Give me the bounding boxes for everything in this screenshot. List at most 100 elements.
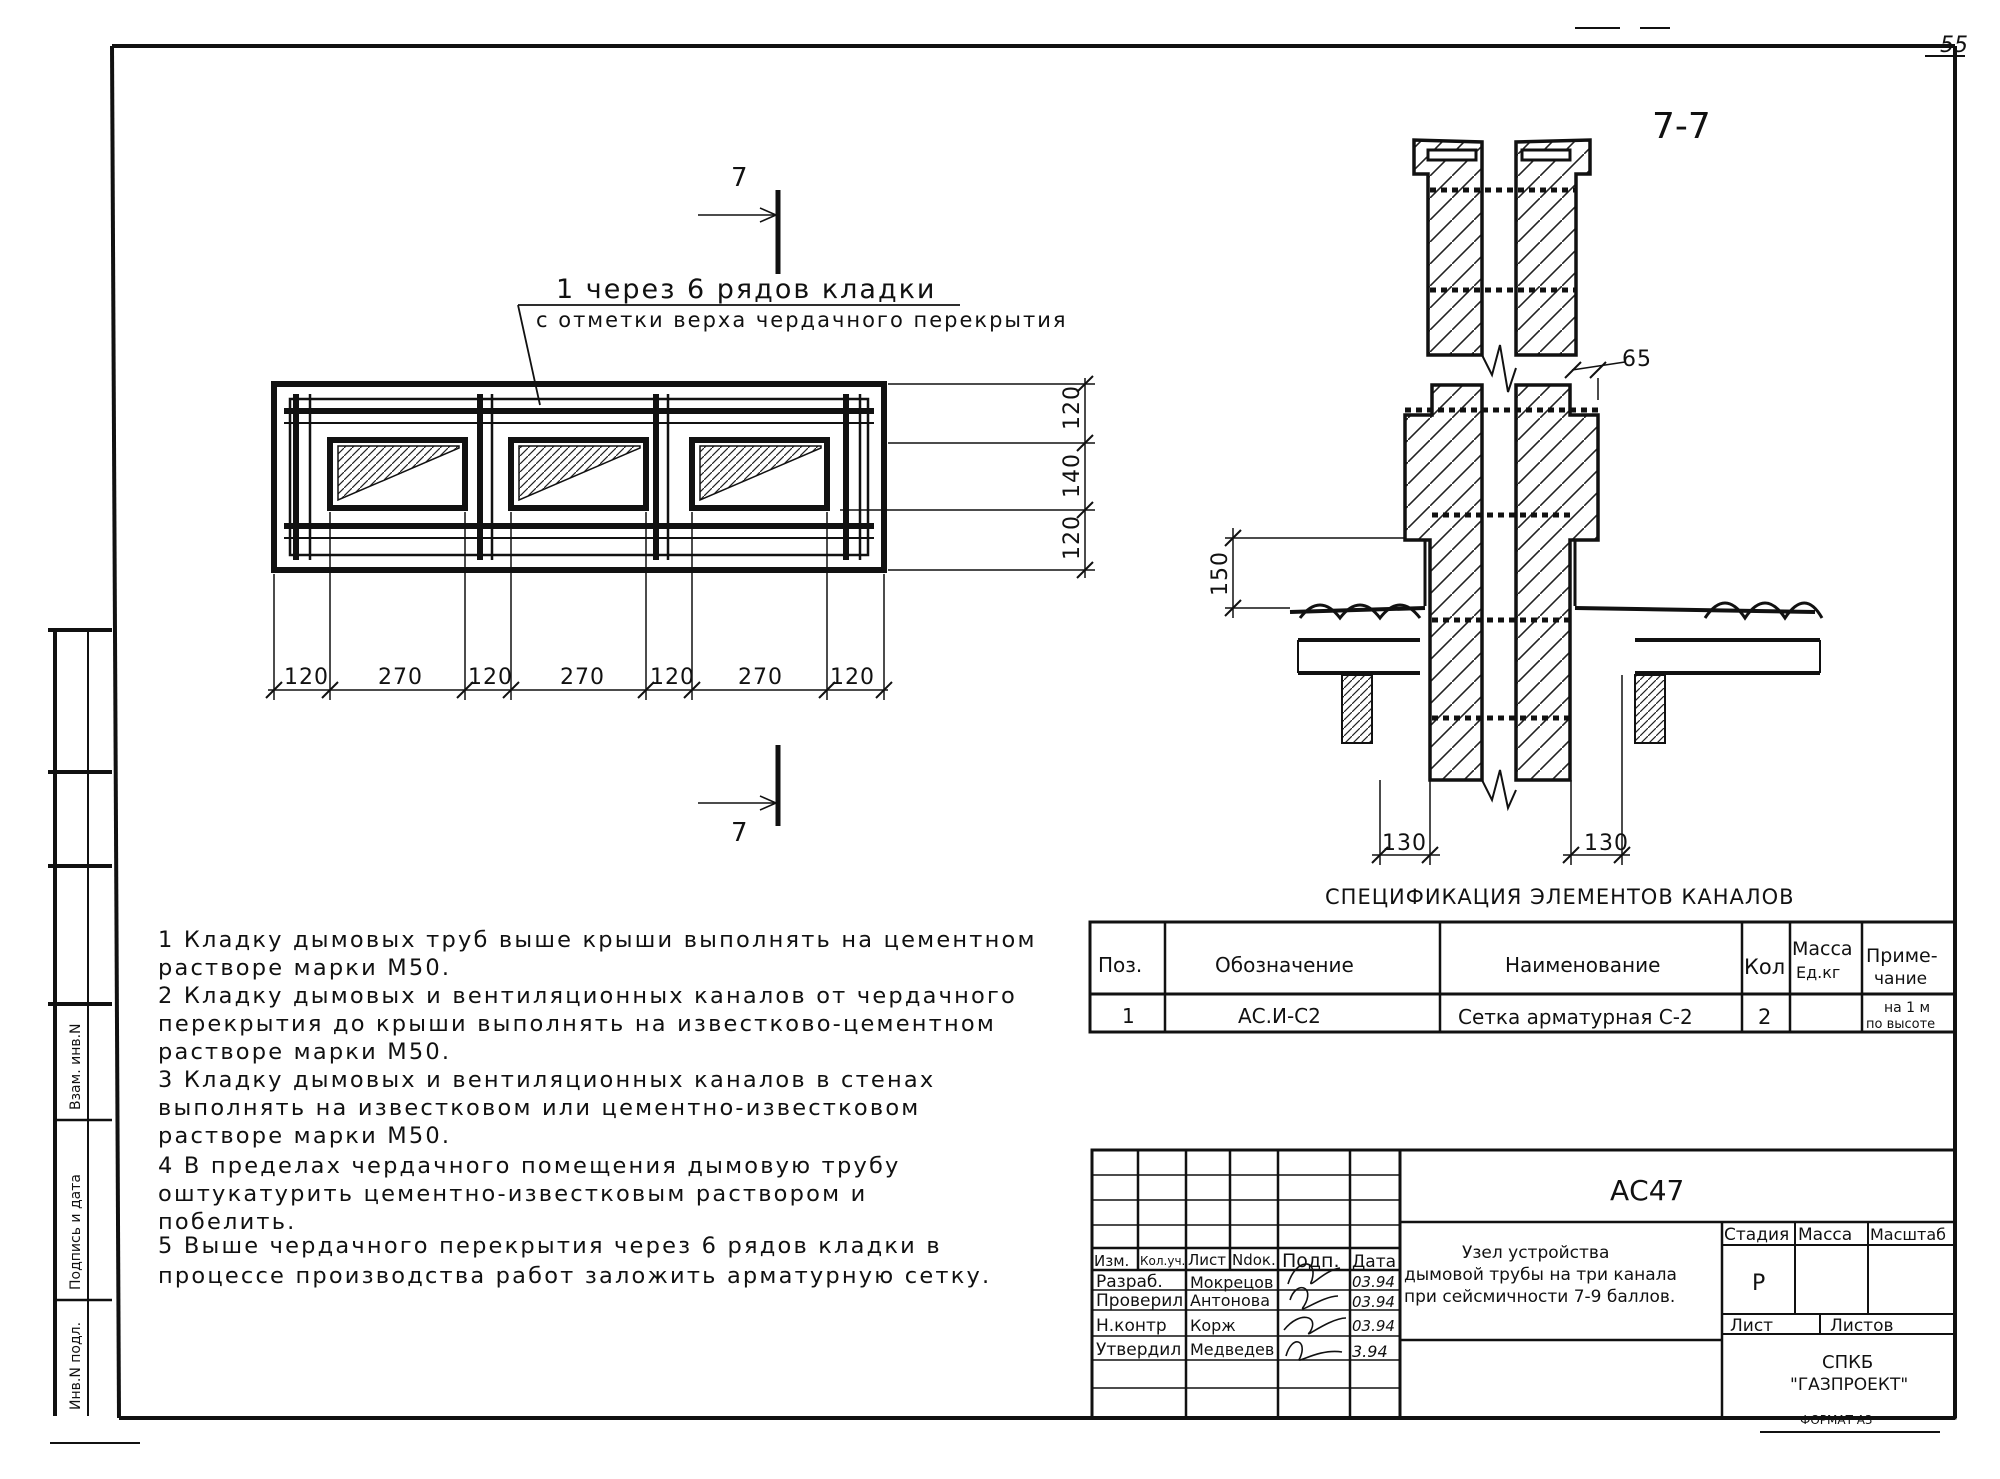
stamp-signatures bbox=[1283, 1263, 1347, 1361]
stamp-date-norm-control: 03.94 bbox=[1352, 1317, 1395, 1335]
stamp-title-line-2: дымовой трубы на три канала bbox=[1404, 1265, 1677, 1285]
note-line: 5 Выше чердачного перекрытия через 6 ряд… bbox=[158, 1233, 942, 1259]
plan-dim-right-3: 120 bbox=[1060, 515, 1085, 560]
stamp-role-norm-control: Н.контр bbox=[1096, 1316, 1167, 1336]
section-dim-65: 65 bbox=[1622, 347, 1652, 372]
note-line: растворе марки М50. bbox=[158, 1123, 452, 1149]
plan-dim-bottom-3: 120 bbox=[468, 665, 513, 690]
plan-dimension-chain-bottom bbox=[265, 512, 893, 700]
format-label: ФОРМАТ А3 bbox=[1800, 1413, 1873, 1427]
callout-reinforcement: 1 через 6 рядов кладки bbox=[556, 274, 936, 305]
spec-title: СПЕЦИФИКАЦИЯ ЭЛЕМЕНТОВ КАНАЛОВ bbox=[1325, 885, 1795, 909]
roof-right bbox=[1573, 538, 1824, 744]
plan-dim-bottom-1: 120 bbox=[284, 665, 329, 690]
note-line: выполнять на известковом или цементно-из… bbox=[158, 1095, 921, 1121]
flue-channel-2 bbox=[508, 437, 649, 511]
note-line: растворе марки М50. bbox=[158, 1039, 452, 1065]
note-line: процессе производства работ заложить арм… bbox=[158, 1263, 992, 1289]
stamp-col-kol: Кол.уч. bbox=[1140, 1254, 1185, 1268]
plan-dim-right-1: 120 bbox=[1060, 385, 1085, 430]
stamp-name-developer: Мокрецов bbox=[1190, 1273, 1273, 1292]
side-stamp-replaced-inv: Взам. инв.N bbox=[68, 1023, 84, 1110]
flue-channel-1 bbox=[327, 437, 468, 511]
stamp-col-ndok: Ndок. bbox=[1232, 1251, 1276, 1269]
spec-header-mass: Масса bbox=[1792, 938, 1853, 960]
side-stamp-signature-date: Подпись и дата bbox=[68, 1174, 84, 1290]
section-dim-130-right: 130 bbox=[1584, 831, 1629, 856]
stamp-stage-label: Стадия bbox=[1724, 1225, 1789, 1245]
plan-dim-bottom-6: 270 bbox=[738, 665, 783, 690]
stamp-name-checker: Антонова bbox=[1190, 1291, 1270, 1310]
spec-header-qty: Кол bbox=[1744, 955, 1785, 979]
note-line: растворе марки М50. bbox=[158, 955, 452, 981]
section-cut-mark-top bbox=[698, 190, 781, 274]
note-line: перекрытия до крыши выполнять на известк… bbox=[158, 1011, 997, 1037]
plan-dim-bottom-7: 120 bbox=[830, 665, 875, 690]
stamp-sheet-label: Лист bbox=[1730, 1316, 1773, 1336]
note-line: 2 Кладку дымовых и вентиляционных канало… bbox=[158, 983, 1017, 1009]
side-stamp bbox=[48, 628, 112, 1416]
stamp-mass-label: Масса bbox=[1798, 1225, 1852, 1245]
stamp-code: АС47 bbox=[1610, 1174, 1684, 1207]
stamp-col-izm: Изм. bbox=[1094, 1252, 1129, 1270]
note-line: 3 Кладку дымовых и вентиляционных канало… bbox=[158, 1067, 936, 1093]
spec-header-name: Наименование bbox=[1505, 953, 1660, 977]
note-line: 1 Кладку дымовых труб выше крыши выполня… bbox=[158, 927, 1037, 953]
roof-left bbox=[1289, 538, 1427, 744]
stamp-org-line-1: СПКБ bbox=[1822, 1352, 1873, 1373]
spec-cell-designation: АС.И-С2 bbox=[1238, 1004, 1321, 1028]
spec-header-note: Приме- bbox=[1866, 945, 1938, 967]
callout-attic-level: с отметки верха чердачного перекрытия bbox=[536, 308, 1068, 332]
stamp-role-approver: Утвердил bbox=[1096, 1340, 1181, 1360]
section-dim-130-left: 130 bbox=[1382, 831, 1427, 856]
note-line: побелить. bbox=[158, 1209, 297, 1235]
stamp-title-line-3: при сейсмичности 7-9 баллов. bbox=[1404, 1287, 1675, 1307]
stamp-sheets-label: Листов bbox=[1830, 1316, 1894, 1336]
stamp-col-list: Лист bbox=[1188, 1251, 1226, 1269]
spec-table-grid bbox=[1088, 920, 1957, 1034]
sheet-number: 55 bbox=[1940, 33, 1968, 58]
stamp-date-developer: 03.94 bbox=[1352, 1273, 1395, 1291]
section-dimensions bbox=[1224, 361, 1631, 865]
spec-cell-pos: 1 bbox=[1122, 1004, 1135, 1028]
note-line: 4 В пределах чердачного помещения дымову… bbox=[158, 1153, 901, 1179]
side-stamp-inv-number: Инв.N подл. bbox=[68, 1322, 84, 1410]
stamp-col-podp: Подп. bbox=[1282, 1250, 1340, 1272]
stamp-role-checker: Проверил bbox=[1096, 1291, 1183, 1311]
stamp-name-approver: Медведев bbox=[1190, 1340, 1274, 1359]
stamp-scale-label: Масштаб bbox=[1870, 1225, 1946, 1244]
stamp-date-approver: 3.94 bbox=[1352, 1342, 1388, 1361]
spec-cell-note-2: по высоте bbox=[1866, 1017, 1935, 1032]
chimney-section bbox=[1403, 138, 1600, 812]
chimney-plan bbox=[271, 381, 887, 573]
title-block-grid bbox=[1090, 1148, 1957, 1420]
spec-header-designation: Обозначение bbox=[1215, 953, 1354, 977]
stamp-title-line-1: Узел устройства bbox=[1462, 1243, 1609, 1263]
plan-dim-bottom-2: 270 bbox=[378, 665, 423, 690]
stamp-col-date: Дата bbox=[1352, 1252, 1396, 1272]
spec-cell-note: на 1 м bbox=[1884, 1000, 1930, 1016]
plan-dim-bottom-5: 120 bbox=[650, 665, 695, 690]
spec-header-mass-unit: Ед.кг bbox=[1796, 963, 1840, 982]
section-dim-150: 150 bbox=[1208, 551, 1233, 596]
spec-cell-qty: 2 bbox=[1758, 1005, 1771, 1029]
plan-dimension-chain-right bbox=[840, 375, 1095, 579]
spec-cell-name: Сетка арматурная С-2 bbox=[1458, 1005, 1693, 1029]
plan-dim-bottom-4: 270 bbox=[560, 665, 605, 690]
stamp-stage-value: Р bbox=[1752, 1271, 1765, 1296]
section-title: 7-7 bbox=[1652, 106, 1711, 147]
spec-header-note-2: чание bbox=[1874, 969, 1927, 989]
stamp-org-line-2: "ГАЗПРОЕКТ" bbox=[1790, 1375, 1908, 1395]
plan-dim-right-2: 140 bbox=[1060, 453, 1085, 498]
section-cut-mark-bottom bbox=[698, 745, 781, 826]
stamp-date-checker: 03.94 bbox=[1352, 1293, 1395, 1311]
section-cut-label-bottom: 7 bbox=[731, 818, 748, 848]
section-cut-label-top: 7 bbox=[731, 163, 748, 193]
spec-header-pos: Поз. bbox=[1098, 953, 1142, 977]
flue-channel-3 bbox=[689, 437, 830, 511]
callout-leader bbox=[517, 304, 960, 406]
stamp-name-norm-control: Корж bbox=[1190, 1316, 1236, 1335]
note-line: оштукатурить цементно-известковым раство… bbox=[158, 1181, 868, 1207]
stamp-role-developer: Разраб. bbox=[1096, 1272, 1163, 1292]
